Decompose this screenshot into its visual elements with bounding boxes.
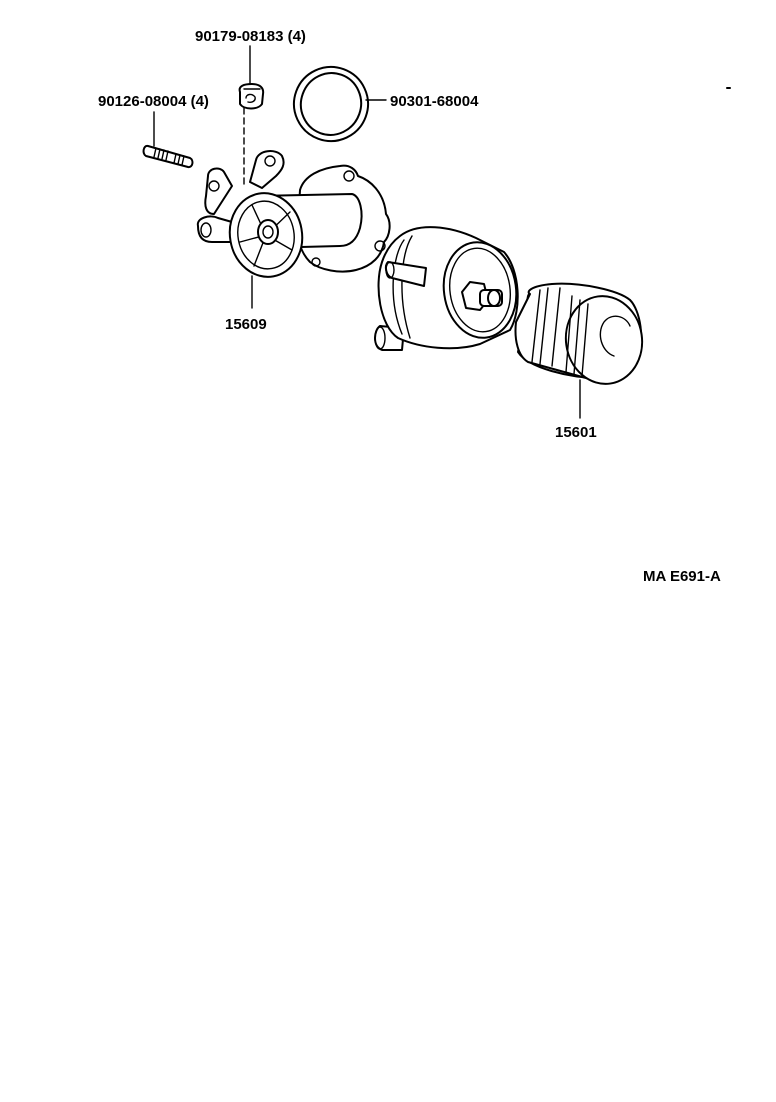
oil-cooler-cover-icon (196, 150, 391, 278)
label-bolt-top: 90179-08183 (4) (195, 28, 306, 45)
stud-icon (142, 144, 194, 169)
oil-filter-icon (514, 282, 644, 385)
label-stud: 90126-08004 (4) (98, 93, 209, 110)
leader-lines (153, 45, 581, 419)
label-o-ring: 90301-68004 (390, 93, 479, 110)
label-figure-code: MA E691-A (643, 568, 721, 585)
label-cooler-cover: 15609 (225, 316, 267, 333)
bolt-icon (238, 83, 265, 110)
o-ring-icon (293, 66, 369, 142)
label-oil-filter: 15601 (555, 424, 597, 441)
oil-cooler-icon (374, 226, 519, 351)
